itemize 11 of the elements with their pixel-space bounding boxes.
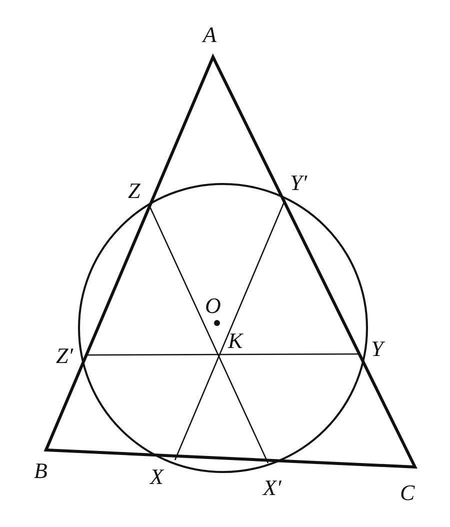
point-label: Z′ — [56, 345, 74, 367]
point-label: B — [34, 460, 48, 482]
point-label: Z — [128, 180, 140, 202]
point-label: C — [400, 482, 415, 504]
point-label: O — [205, 295, 221, 317]
point-label: Y — [371, 338, 384, 360]
point-label: X′ — [263, 477, 282, 499]
point-label: X — [150, 466, 164, 488]
point-label: K — [228, 330, 243, 352]
point-label: A — [203, 24, 216, 46]
point-label: Y′ — [290, 172, 308, 194]
